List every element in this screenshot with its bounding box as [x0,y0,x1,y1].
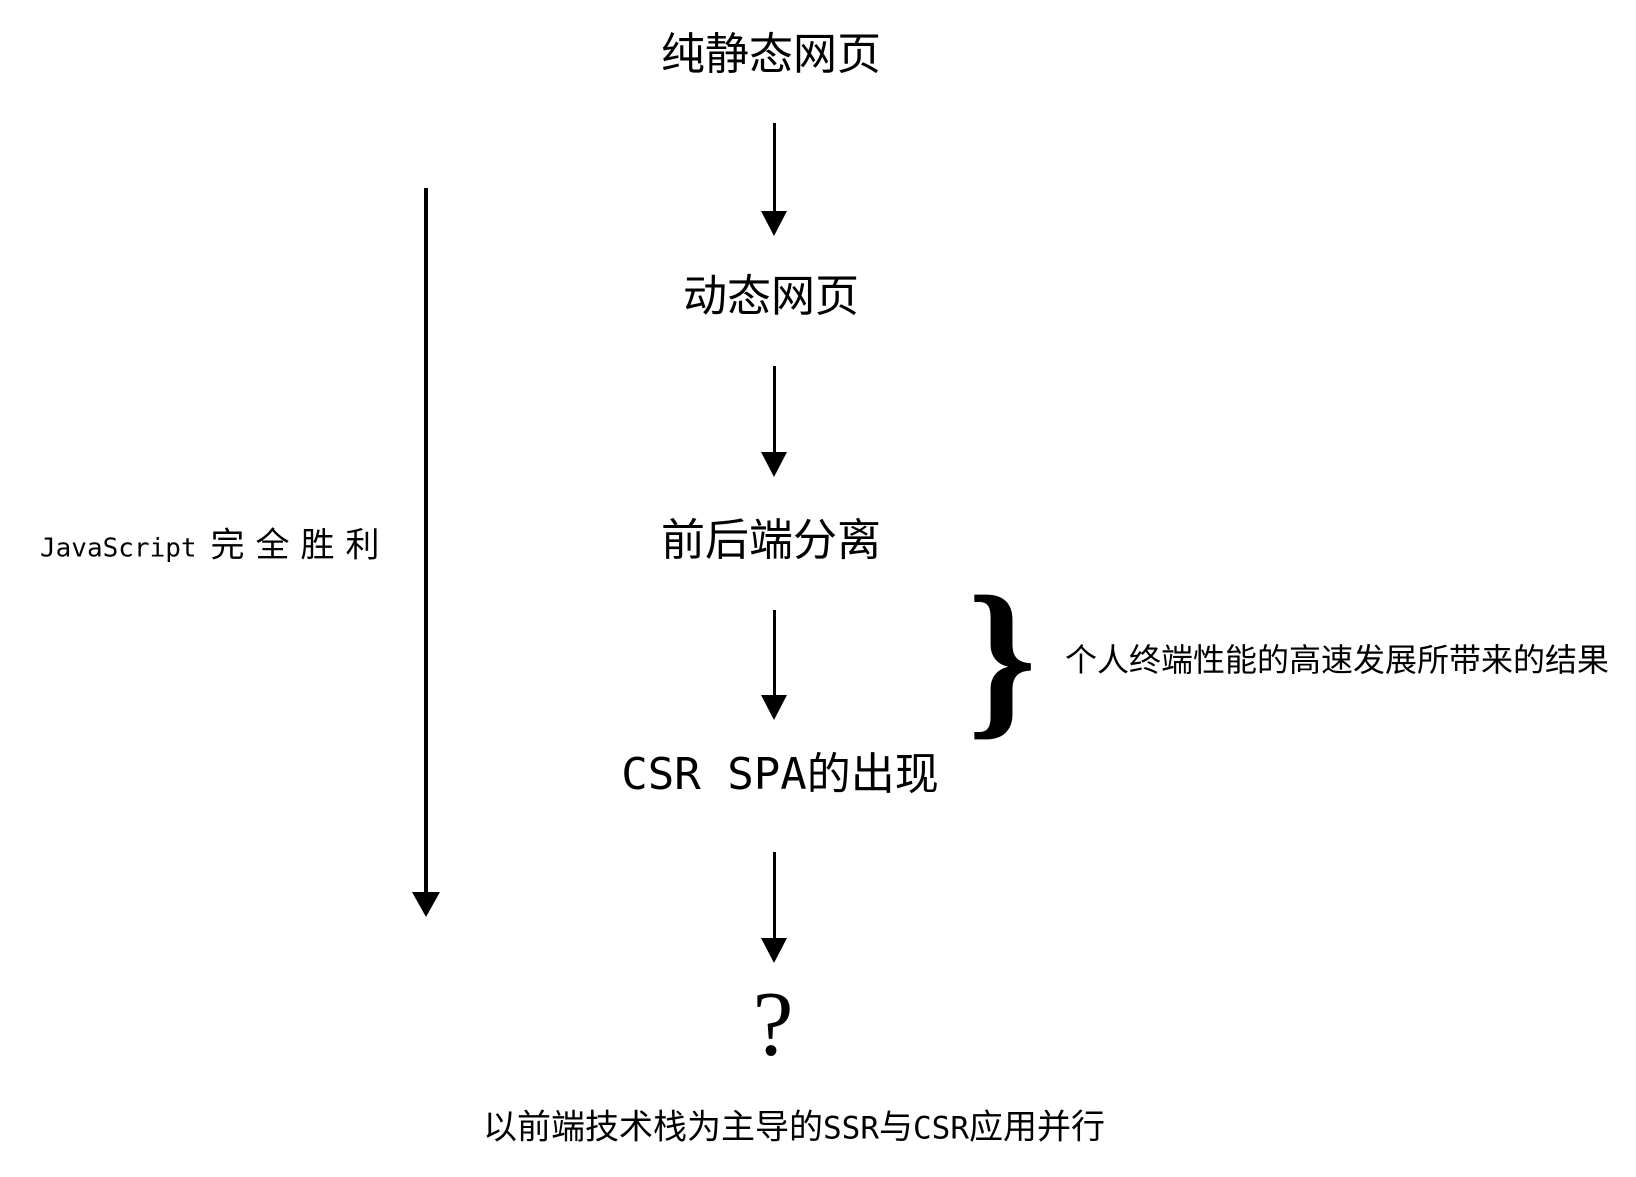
future-prediction-csr: CSR [913,1110,969,1147]
down-arrow-icon [761,695,787,720]
down-arrow-shaft [424,188,428,892]
down-arrow-icon [761,452,787,477]
node-static-web-label: 纯静态网页 [661,29,881,79]
node-question-mark: ? [753,973,794,1074]
node-csr-spa-cjk-label: 的出现 [806,749,939,799]
future-prediction-ssr: SSR [823,1110,879,1147]
javascript-victory-timeline-arrow [412,188,440,917]
down-arrow-shaft [772,366,776,452]
future-prediction-text: 以前端技术栈为主导的SSR与CSR应用并行 [483,1100,1105,1149]
javascript-victory-latin: JavaScript [40,533,197,564]
down-arrow-icon [412,892,440,917]
right-curly-brace-glyph: } [967,560,1037,754]
down-arrow-icon [761,211,787,236]
node-csr-spa-latin-label: CSR SPA [621,748,807,800]
down-arrow-shaft [772,852,776,938]
node-static-web: 纯静态网页 [661,29,881,79]
brace-annotation-text: 个人终端性能的高速发展所带来的结果 [1065,642,1610,678]
arrow-csr-spa-to-question [761,852,787,963]
node-frontend-backend-separation: 前后端分离 [661,515,881,565]
arrow-static-to-dynamic [761,123,787,236]
arrow-separation-to-csr-spa [761,610,787,720]
javascript-victory-cjk: 完全胜利 [210,527,391,565]
node-csr-spa: CSR SPA的出现 [621,748,939,800]
down-arrow-icon [761,938,787,963]
down-arrow-shaft [772,123,776,211]
down-arrow-shaft [772,610,776,695]
future-prediction-lead: 以前端技术栈为主导的 [483,1109,823,1147]
node-dynamic-web-label: 动态网页 [683,271,859,321]
node-frontend-backend-separation-label: 前后端分离 [661,515,881,565]
arrow-dynamic-to-separation [761,366,787,477]
node-dynamic-web: 动态网页 [683,271,859,321]
right-curly-brace-icon: } [960,560,1044,755]
javascript-victory-label: JavaScript 完全胜利 [40,518,391,567]
question-mark-label: ? [752,972,794,1075]
future-prediction-conj: 与 [879,1109,913,1147]
future-prediction-tail: 应用并行 [969,1109,1105,1147]
